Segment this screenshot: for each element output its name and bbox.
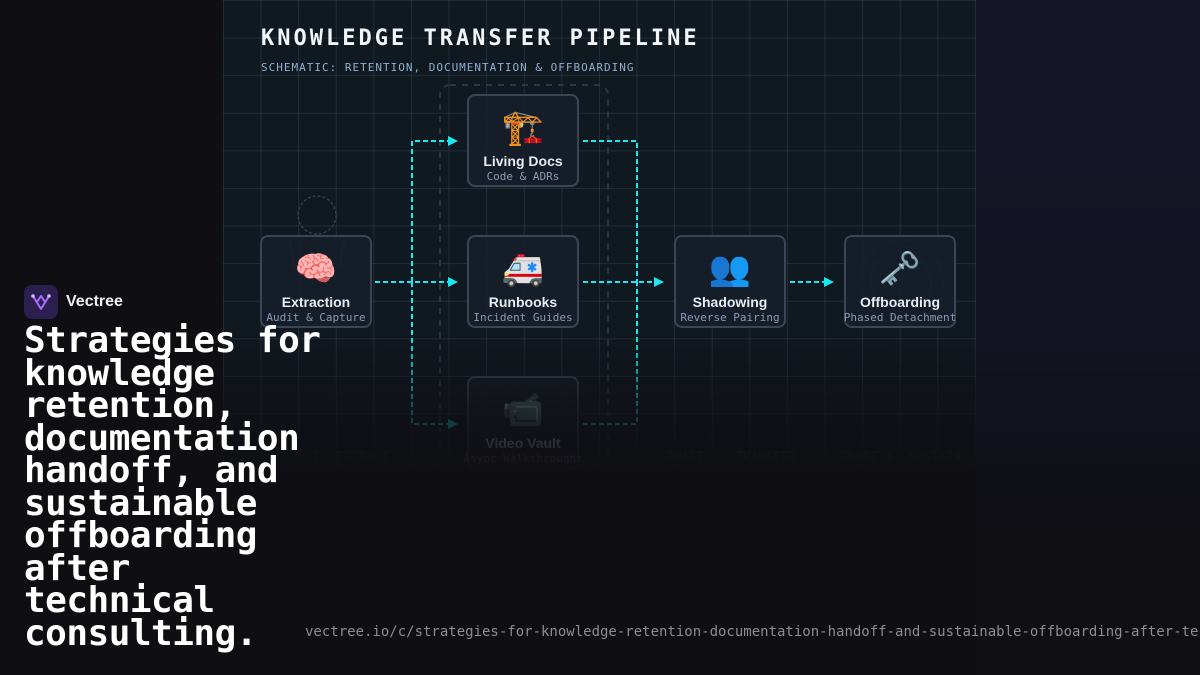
node-video-vault-sublabel: Async Walkthroughs — [463, 452, 583, 465]
node-shadowing: 👥 Shadowing Reverse Pairing — [674, 235, 786, 328]
ambulance-icon: 🚑 — [501, 249, 545, 289]
background-gradient — [976, 0, 1200, 675]
node-extraction: 🧠 Extraction Audit & Capture — [260, 235, 372, 328]
node-runbooks-sublabel: Incident Guides — [473, 311, 573, 324]
video-camera-icon: 📹 — [501, 390, 545, 430]
node-living-docs-sublabel: Code & ADRs — [486, 170, 560, 183]
crane-icon: 🏗️ — [501, 108, 545, 148]
stage-group-frame — [439, 84, 609, 470]
phase-label-transfer: PHASE 3: TRANSFER — [667, 450, 797, 463]
node-runbooks-label: Runbooks — [488, 294, 558, 310]
node-video-vault: 📹 Video Vault Async Walkthroughs — [463, 376, 583, 469]
connector-extraction-living-docs — [411, 136, 458, 282]
brain-icon: 🧠 — [294, 249, 338, 289]
diagram-subtitle: SCHEMATIC: RETENTION, DOCUMENTATION & OF… — [261, 61, 635, 74]
node-offboarding: 🗝️ Offboarding Phased Detachment — [844, 235, 956, 328]
node-extraction-label: Extraction — [281, 294, 351, 310]
connector-living-docs-shadowing — [583, 140, 638, 282]
brand-name: Vectree — [66, 293, 123, 310]
node-runbooks: 🚑 Runbooks Incident Guides — [467, 235, 579, 328]
diagram-title: KNOWLEDGE TRANSFER PIPELINE — [261, 26, 700, 51]
node-offboarding-label: Offboarding — [859, 294, 941, 310]
node-video-vault-label: Video Vault — [485, 435, 561, 451]
pipeline-diagram: KNOWLEDGE TRANSFER PIPELINE SCHEMATIC: R… — [223, 0, 976, 470]
node-shadowing-label: Shadowing — [692, 294, 768, 310]
people-icon: 👥 — [708, 249, 752, 289]
node-living-docs-label: Living Docs — [483, 153, 563, 169]
key-icon: 🗝️ — [878, 249, 922, 289]
phase-label-extract: 1: EXTRACT — [313, 450, 390, 463]
node-extraction-sublabel: Audit & Capture — [266, 311, 366, 324]
brand: Vectree — [24, 285, 123, 319]
phase-label-sustain: PHASE 4: SUSTAIN — [840, 450, 962, 463]
headline: Strategies for knowledge retention, docu… — [24, 320, 321, 654]
vectree-logo-icon — [24, 285, 58, 319]
node-living-docs: 🏗️ Living Docs Code & ADRs — [467, 94, 579, 187]
page-url: vectree.io/c/strategies-for-knowledge-re… — [305, 624, 1200, 640]
node-shadowing-sublabel: Reverse Pairing — [680, 311, 780, 324]
node-offboarding-sublabel: Phased Detachment — [843, 311, 957, 324]
